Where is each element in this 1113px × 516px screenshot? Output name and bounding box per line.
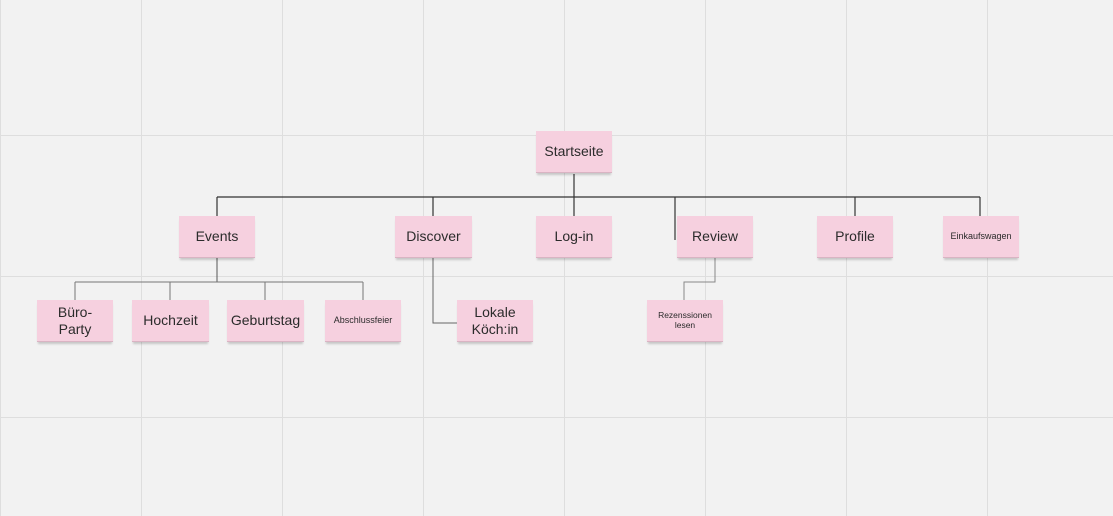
note-hochzeit[interactable]: Hochzeit [132,300,209,342]
note-startseite-label: Startseite [544,143,604,160]
note-hochzeit-label: Hochzeit [143,312,198,329]
note-abschlussfeier-label: Abschlussfeier [333,315,393,326]
note-profile[interactable]: Profile [817,216,893,258]
note-startseite[interactable]: Startseite [536,131,612,173]
note-lokale-koechin-label: Lokale Köch:in [471,304,519,337]
note-geburtstag-label: Geburtstag [230,312,301,329]
connector-review-to-rezensionen [683,258,716,300]
connector-discover-to-lokale [432,258,457,324]
note-rezensionen-lesen[interactable]: Rezenssionen lesen [647,300,723,342]
note-discover[interactable]: Discover [395,216,472,258]
note-buero-party[interactable]: Büro- Party [37,300,113,342]
note-einkaufswagen[interactable]: Einkaufswagen [943,216,1019,258]
note-discover-label: Discover [406,228,461,245]
note-events-label: Events [195,228,239,245]
note-abschlussfeier[interactable]: Abschlussfeier [325,300,401,342]
note-profile-label: Profile [835,228,875,245]
note-login-label: Log-in [554,228,594,245]
note-review[interactable]: Review [677,216,753,258]
note-buero-party-label: Büro- Party [57,304,93,337]
note-lokale-koechin[interactable]: Lokale Köch:in [457,300,533,342]
note-login[interactable]: Log-in [536,216,612,258]
note-geburtstag[interactable]: Geburtstag [227,300,304,342]
note-review-label: Review [692,228,738,245]
note-einkaufswagen-label: Einkaufswagen [950,231,1012,242]
note-rezensionen-lesen-label: Rezenssionen lesen [658,309,712,330]
note-events[interactable]: Events [179,216,255,258]
